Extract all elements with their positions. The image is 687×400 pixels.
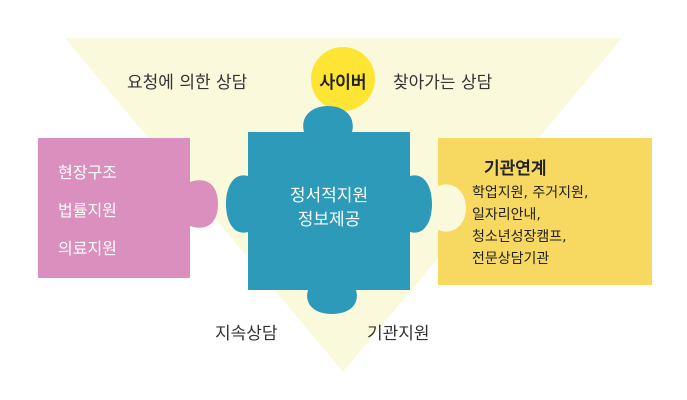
left-item-3: 의료지원 <box>58 239 117 258</box>
right-title: 기관연계 <box>484 159 547 179</box>
left-item-2: 법률지원 <box>58 201 117 220</box>
right-item-3: 청소년성장캠프, <box>472 229 567 245</box>
right-item-4: 전문상담기관 <box>472 251 550 267</box>
left-puzzle-piece <box>38 138 218 278</box>
bottom-left-label: 지속상담 <box>215 324 278 344</box>
right-puzzle-piece <box>438 138 652 285</box>
center-line-2: 정보제공 <box>297 210 361 230</box>
left-item-1: 현장구조 <box>58 163 117 182</box>
bottom-right-label: 기관지원 <box>367 324 430 344</box>
top-left-label: 요청에 의한 상담 <box>127 73 248 93</box>
right-item-2: 일자리안내, <box>472 207 541 223</box>
center-circle <box>311 47 375 111</box>
center-line-1: 정서적지원 <box>289 186 369 206</box>
top-right-label: 찾아가는 상담 <box>393 73 493 93</box>
right-item-1: 학업지원, 주거지원, <box>472 185 589 201</box>
circle-label: 사이버 <box>319 73 367 93</box>
center-puzzle-piece <box>226 106 432 314</box>
